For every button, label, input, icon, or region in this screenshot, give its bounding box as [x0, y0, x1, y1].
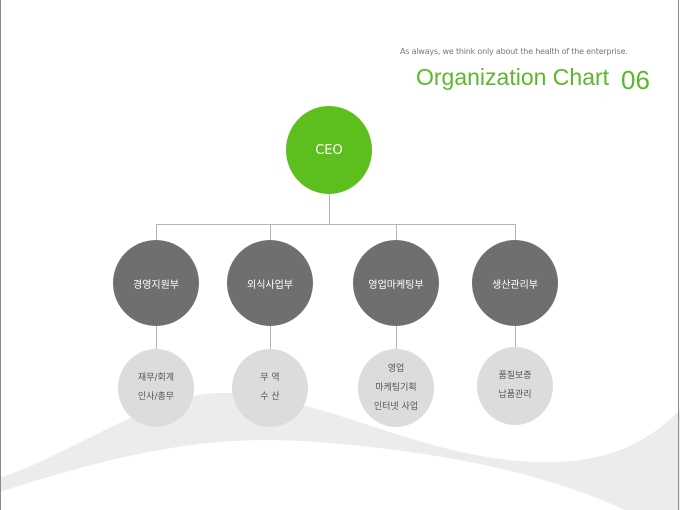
sub-label: 인터넷 사업	[373, 401, 419, 412]
sub-label: 인사/총무	[137, 392, 175, 402]
sub-label: 마케팅기획	[375, 382, 417, 393]
sub-label: 영업	[387, 363, 405, 374]
page-title: Organization Chart	[416, 64, 610, 90]
tagline: As always, we think only about the healt…	[400, 47, 628, 56]
dept-node: 외식사업부	[227, 240, 313, 326]
dept-label: 경영지원부	[133, 279, 179, 291]
page-number: 06	[621, 65, 650, 95]
sub-node: 영업 마케팅기획 인터넷 사업	[358, 349, 434, 427]
sub-label: 납품관리	[498, 390, 532, 400]
sub-label: 품질보증	[498, 371, 532, 381]
connector	[156, 224, 516, 225]
dept-node: 영업마케팅부	[353, 240, 439, 326]
sub-label: 무 역	[260, 373, 280, 383]
connector	[329, 194, 330, 224]
connector	[270, 326, 271, 350]
connector	[515, 224, 516, 240]
dept-node: 생산관리부	[472, 240, 558, 326]
dept-node: 경영지원부	[113, 240, 199, 326]
dept-label: 생산관리부	[492, 279, 538, 291]
sub-node: 재무/회계 인사/총무	[118, 349, 194, 427]
connector	[156, 326, 157, 350]
dept-label: 영업마케팅부	[368, 279, 424, 291]
connector	[515, 326, 516, 350]
sub-label: 수 산	[260, 392, 280, 402]
ceo-label: CEO	[315, 142, 343, 158]
connector	[270, 224, 271, 240]
sub-node: 무 역 수 산	[232, 349, 308, 427]
sub-node: 품질보증 납품관리	[477, 347, 553, 425]
connector	[396, 224, 397, 240]
ceo-node: CEO	[286, 106, 372, 194]
connector	[156, 224, 157, 240]
connector	[396, 326, 397, 350]
sub-label: 재무/회계	[137, 373, 175, 383]
dept-label: 외식사업부	[247, 279, 293, 291]
